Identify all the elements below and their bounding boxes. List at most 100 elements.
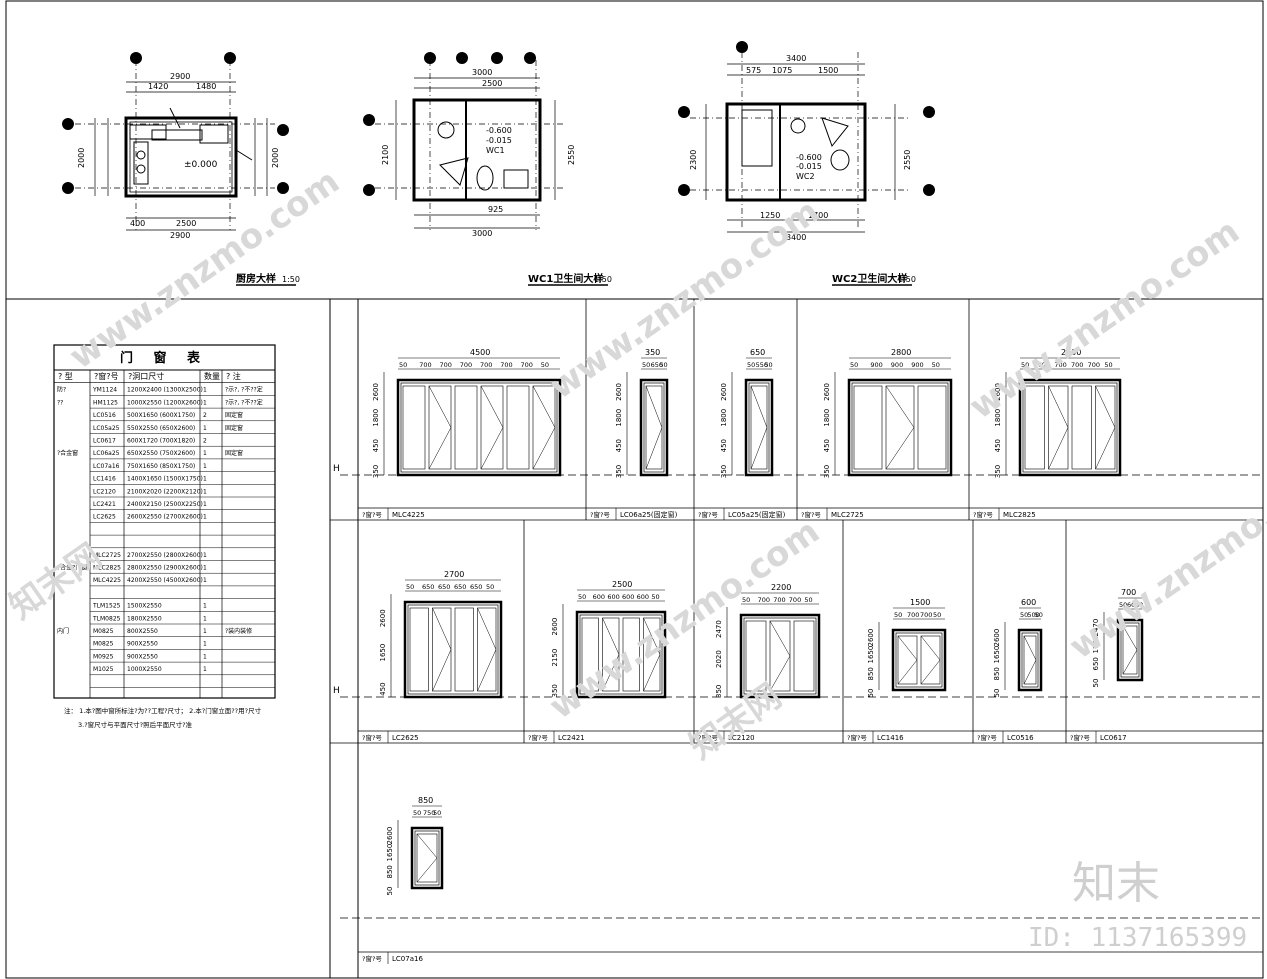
- dim-height: 2600: [379, 609, 387, 627]
- kitchen-dim-width-top: 2900: [170, 72, 190, 81]
- dim-height: 850: [993, 667, 1001, 680]
- schedule-cell: 1: [203, 450, 207, 457]
- window-pane: [745, 620, 767, 692]
- schedule-cell: 防?: [57, 386, 66, 394]
- elevation-code: LC05a25(固定窗): [728, 510, 786, 519]
- brand-logo: 知末: [1072, 858, 1160, 909]
- window-pane: [885, 385, 915, 470]
- schedule-cell: 1: [203, 653, 207, 660]
- kitchen-dim-width-bottom: 2900: [170, 231, 190, 240]
- dim-height: 1650: [867, 646, 875, 664]
- dim-height: 50: [1092, 679, 1100, 688]
- elevation-code: LC2421: [558, 734, 585, 742]
- dim-width-segment: 50: [764, 361, 772, 369]
- window-pane: [750, 385, 768, 470]
- wc2-dim-2300: 2300: [689, 150, 698, 170]
- dim-width-segment: 50: [850, 361, 858, 369]
- dim-width-segment: 50: [486, 583, 494, 591]
- dim-height: 2600: [823, 383, 831, 401]
- dim-width-total: 850: [418, 796, 433, 805]
- wc2-dim-3400-top: 3400: [786, 54, 806, 63]
- window-pane: [402, 385, 426, 470]
- kitchen-dim-2000-right: 2000: [271, 148, 280, 168]
- dim-height: 450: [379, 682, 387, 695]
- elevation-code: LC1416: [877, 734, 904, 742]
- window-frame: [639, 378, 669, 477]
- wc2-dim-575: 575: [746, 66, 761, 75]
- dim-width-total: 350: [645, 348, 660, 357]
- elevation-code: MLC2725: [831, 511, 864, 519]
- window-frame: [891, 628, 947, 692]
- dim-height: 350: [615, 465, 623, 478]
- window-pane: [1048, 385, 1069, 470]
- dim-height: 450: [615, 439, 623, 452]
- dim-height: 2600: [720, 383, 728, 401]
- dim-width-total: 650: [750, 348, 765, 357]
- wc1-dim-2100: 2100: [381, 145, 390, 165]
- wc2-dim-3400-bottom: 3400: [786, 233, 806, 242]
- schedule-cell: ?示?, ?不??定: [225, 398, 263, 406]
- window-pane: [477, 607, 497, 692]
- schedule-cell: 1: [203, 603, 207, 610]
- elevation-caption: ?窗?号: [847, 733, 867, 742]
- dim-width-segment: 700: [1038, 361, 1050, 369]
- opening-symbol: [416, 833, 438, 883]
- window-pane: [793, 620, 815, 692]
- window-pane: [1095, 385, 1116, 470]
- schedule-cell: ?合金?门窗: [57, 564, 87, 572]
- dim-width-segment: 700: [419, 361, 431, 369]
- schedule-cell: 1: [203, 501, 207, 508]
- schedule-cell: 2800X2550 (2900X2600): [127, 565, 203, 572]
- window-pane: [1024, 385, 1045, 470]
- dim-width-segment: 700: [460, 361, 472, 369]
- dim-width-total: 600: [1021, 598, 1036, 607]
- opening-symbol: [885, 385, 915, 470]
- schedule-cell: 750X1650 (850X1750): [127, 463, 195, 470]
- window-pane: [917, 385, 947, 470]
- window-inner-frame: [407, 604, 499, 695]
- schedule-cell: M0825: [93, 628, 114, 635]
- schedule-header: ? 型: [58, 372, 73, 381]
- window-pane: [769, 620, 791, 692]
- kitchen-level: ±0.000: [184, 160, 218, 170]
- dim-width-segment: 600: [637, 593, 649, 601]
- window-inner-frame: [1120, 622, 1140, 678]
- wc2-dim-1075: 1075: [772, 66, 792, 75]
- schedule-cell: 2: [203, 412, 207, 419]
- schedule-cell: HM1125: [93, 399, 118, 406]
- dim-height: 1800: [823, 409, 831, 427]
- schedule-cell: MLC2725: [93, 552, 121, 559]
- elevation-caption: ?窗?号: [1070, 733, 1090, 742]
- dim-width-segment: 50: [578, 593, 586, 601]
- window-inner-frame: [895, 632, 943, 688]
- schedule-cell: M1025: [93, 666, 114, 673]
- dim-height: 2600: [551, 618, 559, 636]
- dim-width-segment: 50: [659, 361, 667, 369]
- wc2-dim-1250: 1250: [760, 211, 780, 220]
- kitchen-dim-2000-left: 2000: [77, 148, 86, 168]
- schedule-cell: 600X1720 (700X1820): [127, 438, 195, 445]
- elevation-code: LC2625: [392, 734, 419, 742]
- schedule-cell: 固定窗: [225, 449, 243, 457]
- dim-width-segment: 700: [480, 361, 492, 369]
- dim-width-segment: 900: [870, 361, 882, 369]
- window-frame: [1018, 378, 1122, 477]
- opening-symbol: [480, 385, 504, 470]
- dim-width-total: 2700: [444, 570, 464, 579]
- schedule-header: ?洞口尺寸: [128, 371, 164, 381]
- kitchen-dim-1420: 1420: [148, 82, 168, 91]
- schedule-cell: LC2625: [93, 514, 116, 521]
- schedule-cell: 1200X2400 (1300X2500): [127, 387, 203, 394]
- schedule-cell: 1: [203, 552, 207, 559]
- dim-width-total: 4500: [470, 348, 490, 357]
- schedule-cell: LC07a16: [93, 463, 120, 470]
- opening-symbol: [897, 635, 918, 685]
- dim-width-total: 2200: [771, 583, 791, 592]
- dim-height: 2600: [386, 827, 394, 845]
- schedule-cell: LC0516: [93, 412, 116, 419]
- schedule-cell: 内门: [57, 627, 69, 635]
- window-pane: [581, 617, 599, 692]
- level-mark-row1: H: [333, 464, 340, 474]
- dim-width-segment: 50: [1104, 361, 1112, 369]
- schedule-cell: 1000X2550: [127, 666, 162, 673]
